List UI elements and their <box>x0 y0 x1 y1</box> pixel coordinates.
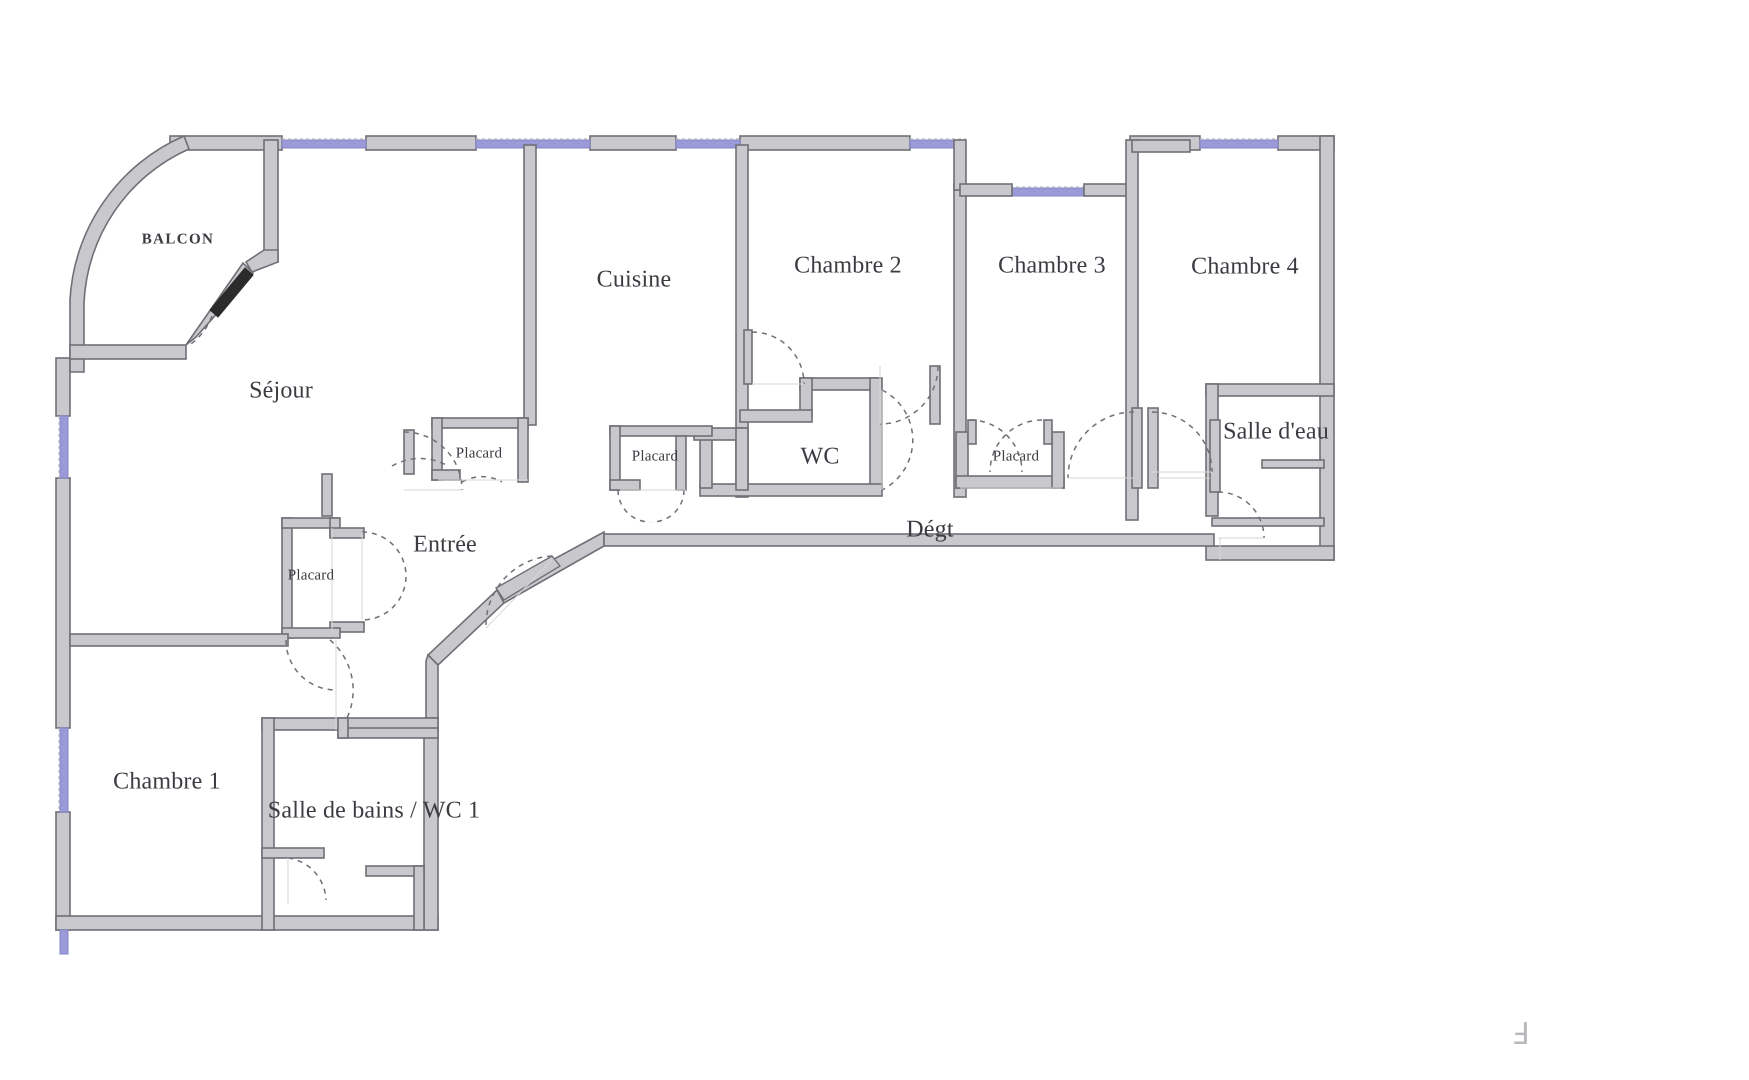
room-label-salle-deau: Salle d'eau <box>1223 418 1329 445</box>
salle-deau <box>1205 383 1335 527</box>
room-label-chambre-4: Chambre 4 <box>1191 253 1299 280</box>
door-jambs <box>321 329 1221 517</box>
interior-partitions-upper <box>523 139 1191 521</box>
room-label-wc: WC <box>800 443 840 470</box>
threshold-lines <box>331 477 1221 730</box>
room-label-degt: Dégt <box>906 516 954 543</box>
room-label-chambre-2: Chambre 2 <box>794 252 902 279</box>
room-label-placard-sejour: Placard <box>455 445 503 462</box>
watermark-logo: Ⅎ <box>1511 1018 1529 1051</box>
outer-walls <box>55 134 1335 931</box>
room-label-balcon: BALCON <box>141 231 215 248</box>
windows-left <box>58 415 69 955</box>
chambre1-sdb-block <box>69 633 439 931</box>
room-label-placard-degt: Placard <box>992 448 1040 465</box>
room-label-placard-couloir: Placard <box>287 567 335 584</box>
wc-block <box>693 377 883 497</box>
windows-top <box>281 138 1279 197</box>
room-label-entree: Entrée <box>413 531 477 558</box>
room-label-salle-de-bains: Salle de bains / WC 1 <box>267 797 481 824</box>
room-label-cuisine: Cuisine <box>596 266 672 293</box>
room-label-placard-entree: Placard <box>631 448 679 465</box>
entree-diagonal-wall <box>425 530 1215 719</box>
room-label-chambre-3: Chambre 3 <box>998 252 1106 279</box>
room-label-sejour: Séjour <box>249 377 313 404</box>
room-label-chambre-1: Chambre 1 <box>113 768 221 795</box>
